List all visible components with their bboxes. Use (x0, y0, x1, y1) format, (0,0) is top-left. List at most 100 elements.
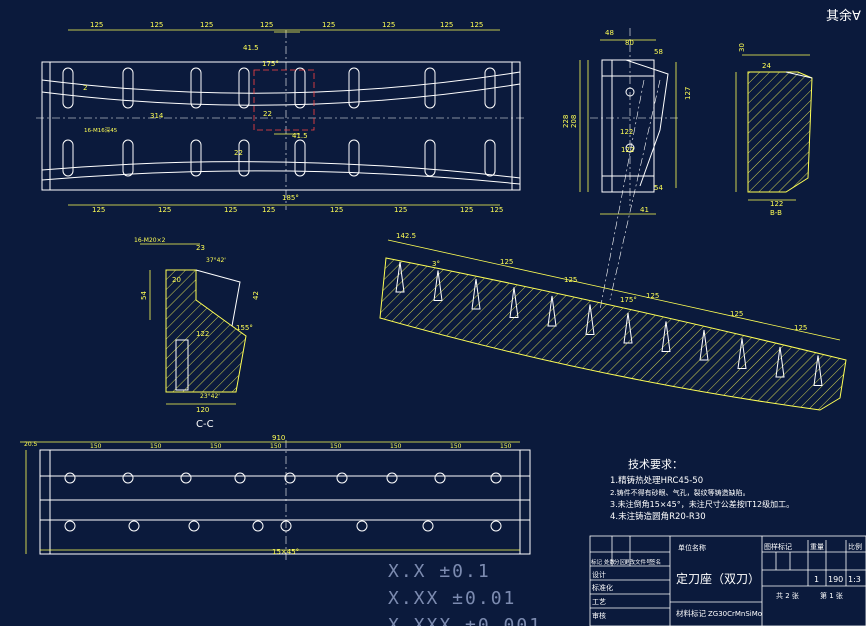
svg-text:22: 22 (234, 149, 243, 157)
dim-lower-label: 150 (90, 443, 102, 450)
blade-slot (395, 261, 405, 293)
svg-text:125: 125 (500, 258, 513, 266)
material: ZG30CrMnSiMo (708, 610, 762, 618)
inclined-section-view: 142.5 3° 125 125 125 125 125 175° (379, 232, 847, 411)
svg-text:设计: 设计 (592, 570, 606, 579)
slot-lower (190, 139, 202, 177)
svg-text:175°: 175° (262, 60, 279, 68)
svg-text:2: 2 (83, 84, 87, 92)
dim-top-label: 125 (200, 21, 213, 29)
svg-text:1.精铸热处理HRC45-50: 1.精铸热处理HRC45-50 (610, 475, 703, 486)
dim-top-label: 125 (150, 21, 163, 29)
section-bb: 30 24 122 B-B (735, 43, 813, 217)
svg-text:X.XX ±0.01: X.XX ±0.01 (388, 588, 516, 609)
bolt-hole (386, 472, 398, 484)
tolerance-table: X.X ±0.1 X.XX ±0.01 X.XXX ±0.001 (388, 561, 540, 626)
svg-text:15×45°: 15×45° (272, 548, 299, 556)
dim-top-label: 125 (470, 21, 483, 29)
svg-text:41.5: 41.5 (292, 132, 308, 140)
svg-text:314: 314 (150, 112, 164, 120)
bolt-hole (188, 520, 200, 532)
slot-upper (62, 67, 74, 109)
dim-bottom-label: 125 (92, 206, 105, 214)
svg-text:42: 42 (252, 291, 260, 300)
bolt-hole (64, 520, 76, 532)
dim-lower-label: 150 (150, 443, 162, 450)
surface-finish-note: 其余∀ (826, 8, 861, 24)
blade-slot (585, 304, 595, 335)
dim-top-label: 125 (322, 21, 335, 29)
svg-text:37°42': 37°42' (206, 257, 226, 264)
svg-text:单位名称: 单位名称 (678, 543, 706, 552)
slot-upper (348, 67, 360, 109)
svg-text:2.铸件不得有砂眼、气孔，裂纹等铸造缺陷。: 2.铸件不得有砂眼、气孔，裂纹等铸造缺陷。 (610, 488, 750, 497)
svg-text:122: 122 (770, 200, 783, 208)
tech-requirements: 技术要求： 1.精铸热处理HRC45-50 2.铸件不得有砂眼、气孔，裂纹等铸造… (610, 458, 794, 522)
svg-text:1: 1 (814, 575, 819, 584)
bolt-hole (422, 520, 434, 532)
section-cc-label: C-C (196, 419, 214, 430)
bolt-hole (356, 520, 368, 532)
blade-slot (623, 312, 633, 344)
slot-lower (294, 139, 306, 177)
svg-text:190: 190 (828, 575, 843, 584)
svg-text:3°: 3° (432, 260, 440, 268)
blade-slot (509, 287, 519, 318)
dim-bottom-label: 125 (330, 206, 343, 214)
dim-top-label: 125 (382, 21, 395, 29)
dim-top-label: 125 (440, 21, 453, 29)
svg-text:签名: 签名 (650, 558, 661, 566)
svg-text:审核: 审核 (592, 611, 606, 620)
dim-lower-label: 150 (210, 443, 222, 450)
svg-text:910: 910 (272, 434, 285, 442)
dim-top-label: 125 (260, 21, 273, 29)
blade-slot (813, 355, 823, 386)
svg-text:228: 228 (562, 115, 570, 128)
section-bb-label: B-B (770, 209, 782, 217)
bolt-hole (336, 472, 348, 484)
slot-lower (122, 139, 134, 177)
dim-top-label: 125 (90, 21, 103, 29)
svg-text:16-M16深45: 16-M16深45 (84, 126, 118, 134)
dim-bottom-label: 125 (460, 206, 473, 214)
svg-text:23: 23 (196, 244, 205, 252)
side-view: 48 80 122 122 208 228 54 41 58 127 (562, 28, 692, 311)
dim-bottom-label: 125 (394, 206, 407, 214)
bolt-hole (490, 472, 502, 484)
slot-upper (484, 67, 496, 109)
svg-text:22: 22 (263, 110, 272, 118)
slot-lower (62, 139, 74, 177)
slot-upper (424, 67, 436, 109)
svg-text:185°: 185° (282, 194, 299, 202)
blade-slot (547, 295, 557, 327)
bolt-hole (234, 472, 246, 484)
svg-text:54: 54 (654, 184, 663, 192)
svg-text:更改文件号: 更改文件号 (624, 558, 652, 566)
bolt-hole (64, 472, 76, 484)
blade-slot (699, 329, 709, 361)
svg-text:4.未注铸造圆角R20-R30: 4.未注铸造圆角R20-R30 (610, 511, 706, 522)
svg-text:共 2 张: 共 2 张 (776, 591, 799, 600)
bolt-hole (490, 520, 502, 532)
blade-slot (471, 278, 481, 310)
svg-text:80: 80 (625, 39, 634, 47)
svg-text:工艺: 工艺 (592, 598, 606, 606)
slot-upper (122, 67, 134, 109)
svg-text:3.未注倒角15×45°，未注尺寸公差按IT12级加工。: 3.未注倒角15×45°，未注尺寸公差按IT12级加工。 (610, 499, 794, 509)
svg-text:20.5: 20.5 (24, 441, 38, 448)
svg-text:125: 125 (564, 276, 577, 284)
svg-text:58: 58 (654, 48, 663, 56)
bolt-hole (280, 520, 292, 532)
svg-text:图样标记: 图样标记 (764, 542, 792, 551)
blade-slot (737, 338, 747, 369)
svg-text:125: 125 (646, 292, 659, 300)
svg-text:41.5: 41.5 (243, 44, 259, 52)
svg-text:41: 41 (640, 206, 649, 214)
slot-lower (484, 139, 496, 177)
blade-slot (775, 346, 785, 378)
dim-bottom-label: 125 (262, 206, 275, 214)
svg-text:125: 125 (730, 310, 743, 318)
section-cc: 16-M20×2 23 37°42' 20 54 42 155° 122 23°… (134, 237, 260, 430)
svg-text:标记: 标记 (591, 558, 603, 566)
